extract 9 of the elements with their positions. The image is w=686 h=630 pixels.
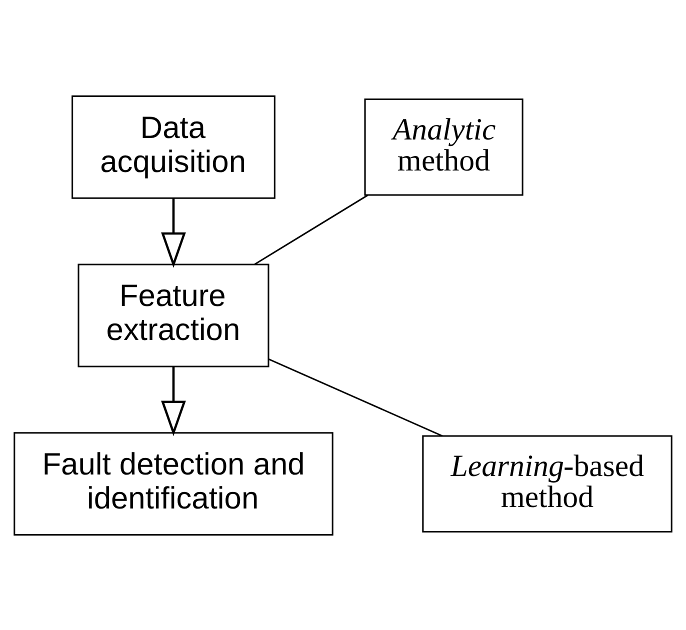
connector (268, 358, 443, 436)
node-box: Data acquisition (72, 94, 276, 198)
node-box: Fault detection and identification (14, 432, 334, 536)
connector (254, 194, 368, 265)
node-box: Analytic method (364, 98, 524, 196)
arrow (161, 366, 186, 436)
node-box: Feature extraction (78, 263, 270, 367)
arrow (161, 198, 186, 268)
node-box: Learning-based method (422, 434, 672, 532)
